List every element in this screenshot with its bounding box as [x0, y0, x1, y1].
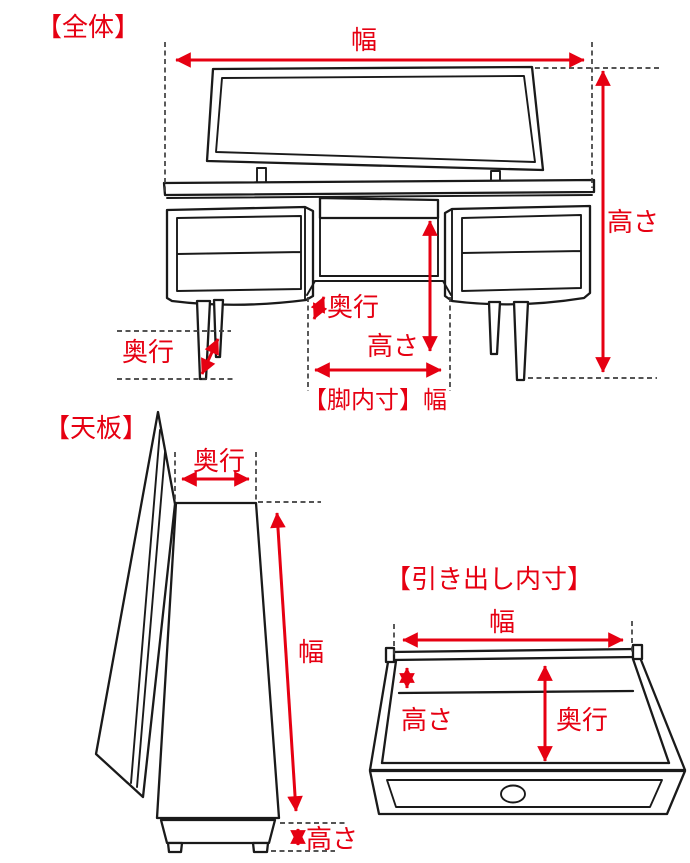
drawer-corner-post-left: [384, 646, 396, 664]
mirror-inner-frame: [215, 75, 536, 163]
drawer-height-label: 高さ: [401, 706, 453, 736]
overall-depth-center-label: 奥行: [327, 293, 379, 323]
top-board-depth-label: 奥行: [193, 447, 245, 477]
top-board-width-arrow: [270, 512, 303, 812]
center-shelf: [306, 275, 452, 296]
overall-width-label: 幅: [351, 26, 377, 56]
mirror-outer-frame: [205, 65, 545, 172]
top-board-body: [155, 501, 281, 820]
drawer-inner-view: 【引き出し内寸】 幅 高さ 奥行: [368, 565, 687, 816]
drawer-width-label: 幅: [489, 608, 515, 638]
drawer-depth-label: 奥行: [556, 706, 608, 736]
top-board-base: [159, 818, 277, 845]
knee-space-walls: [319, 217, 439, 277]
base-foot-right: [251, 841, 270, 854]
left-unit-drawers: [176, 215, 302, 292]
vanity-front-view: 【全体】 幅 高さ 奥行 奥行 高さ 【脚内寸】幅: [36, 13, 661, 414]
desk-top-underline: [166, 194, 593, 199]
tilted-mirror-side: [94, 410, 177, 799]
knee-height-label: 高さ: [367, 332, 419, 362]
drawer-floor-back-edge: [397, 689, 635, 695]
top-board-height-label: 高さ: [306, 825, 358, 855]
mirror-support-left: [256, 167, 267, 184]
top-board-title: 【天板】: [44, 414, 148, 444]
center-apron: [318, 196, 440, 220]
knee-width-label: 【脚内寸】幅: [303, 386, 447, 414]
left-back-leg: [212, 298, 225, 359]
right-back-leg: [487, 300, 502, 356]
top-board-side-view: 【天板】 奥行 幅 高さ: [44, 410, 358, 855]
overall-depth-center-arrow: [310, 296, 328, 320]
drawer-front-bevel: [386, 779, 663, 808]
overall-height-label: 高さ: [607, 208, 659, 238]
right-unit-drawers: [461, 214, 582, 292]
top-board-width-label: 幅: [298, 638, 324, 668]
drawer-corner-post-right: [631, 643, 644, 661]
overall-depth-left-arrow: [200, 338, 220, 375]
overall-depth-left-label: 奥行: [122, 338, 174, 368]
left-drawer-unit: [165, 205, 315, 306]
right-front-leg: [512, 300, 530, 382]
drawer-front-panel: [368, 769, 687, 816]
drawer-front-rim: [368, 761, 687, 772]
tilted-mirror-profile-lines: [130, 429, 166, 788]
drawer-back-rail: [389, 647, 639, 662]
base-foot-left: [166, 841, 184, 854]
overall-title: 【全体】: [36, 13, 140, 43]
drawer-wall-edges: [368, 657, 687, 772]
desk-top: [162, 178, 596, 197]
drawer-inner-title: 【引き出し内寸】: [385, 565, 593, 595]
drawer-knob: [500, 784, 526, 804]
